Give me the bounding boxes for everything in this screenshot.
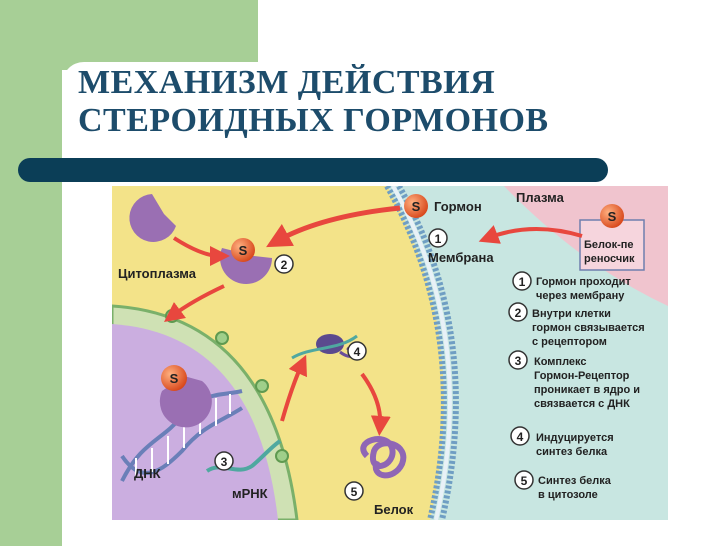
- legend-item-4: 4 Индуцируется синтез белка: [510, 426, 614, 458]
- membrane-outer: [384, 186, 447, 520]
- svg-text:4: 4: [354, 345, 361, 359]
- hormone-bound: [231, 238, 255, 262]
- hormone-symbol: S: [608, 209, 617, 224]
- svg-text:3: 3: [515, 354, 522, 368]
- step-marker-5: 5: [344, 481, 364, 501]
- svg-text:5: 5: [351, 485, 358, 499]
- label-protein: Белок: [374, 502, 414, 517]
- svg-text:Гормон-Рецептор: Гормон-Рецептор: [534, 370, 630, 382]
- svg-text:1: 1: [435, 232, 442, 246]
- arrow-mrna-out: [280, 354, 307, 422]
- svg-text:2: 2: [515, 306, 522, 320]
- svg-text:2: 2: [281, 258, 288, 272]
- steroid-hormone-diagram: S S S S 1 2 3 4 5 Гормон Плазма Бело: [112, 186, 668, 520]
- label-mrna: мРНК: [232, 486, 268, 501]
- title-line-1: МЕХАНИЗМ ДЕЙСТВИЯ: [78, 64, 496, 101]
- svg-text:связвается с ДНК: связвается с ДНК: [534, 398, 630, 410]
- label-carrier-line2: реносчик: [584, 253, 635, 265]
- title-line-2: СТЕРОИДНЫХ ГОРМОНОВ: [78, 102, 549, 139]
- legend-item-2: 2 Внутри клетки гормон связывается с рец…: [508, 302, 645, 348]
- label-hormone: Гормон: [434, 199, 482, 214]
- step-marker-3: 3: [214, 451, 234, 471]
- dna-strand: [120, 406, 244, 475]
- hormone-plasma: [404, 194, 428, 218]
- svg-text:4: 4: [517, 430, 524, 444]
- slide-title: МЕХАНИЗМ ДЕЙСТВИЯ СТЕРОИДНЫХ ГОРМОНОВ: [78, 64, 549, 140]
- hormone-in-nucleus: [161, 365, 187, 391]
- step-marker-4: 4: [347, 341, 367, 361]
- nuclear-pore: [275, 449, 289, 463]
- nuclear-pore: [255, 379, 269, 393]
- title-divider-bar: [18, 158, 608, 182]
- title-card: [62, 62, 728, 162]
- hormone-symbol: S: [170, 371, 179, 386]
- receptor-bound: [220, 248, 272, 284]
- svg-text:Комплекс: Комплекс: [534, 356, 587, 368]
- legend-item-5: 5 Синтез белка в цитозоле: [514, 470, 612, 501]
- arrow-carrier-to-membrane: [478, 225, 583, 244]
- svg-text:с рецептором: с рецептором: [532, 336, 607, 348]
- label-membrane: Мембрана: [428, 250, 494, 265]
- svg-text:в цитозоле: в цитозоле: [538, 489, 598, 501]
- left-green-band: [0, 0, 62, 546]
- arrow-to-nucleus: [163, 284, 225, 322]
- membrane-core: [391, 186, 452, 520]
- carrier-box: [579, 219, 645, 271]
- hormone-carried: [600, 204, 624, 228]
- svg-text:5: 5: [521, 474, 528, 488]
- legend-item-1: 1 Гормон проходит через мембрану: [512, 271, 631, 302]
- label-cytoplasm: Цитоплазма: [118, 266, 197, 281]
- label-carrier-line1: Белок-пе: [584, 239, 634, 251]
- hormone-symbol: S: [239, 243, 248, 258]
- label-plasma: Плазма: [516, 190, 565, 205]
- svg-text:3: 3: [221, 455, 228, 469]
- svg-text:Гормон проходит: Гормон проходит: [536, 276, 631, 288]
- arrow-receptor-bind: [172, 236, 230, 266]
- arrow-hormone-in: [266, 205, 401, 248]
- arrow-to-protein: [360, 372, 391, 436]
- receptor-empty: [129, 194, 176, 242]
- top-green-block: [0, 0, 258, 70]
- svg-text:синтез белка: синтез белка: [536, 446, 608, 458]
- svg-text:проникает в ядро и: проникает в ядро и: [534, 384, 640, 396]
- step-marker-1: 1: [428, 228, 448, 248]
- membrane-inner: [396, 186, 459, 520]
- svg-text:через мембрану: через мембрану: [536, 290, 625, 302]
- folded-protein: [360, 436, 407, 479]
- dna-rungs: [135, 394, 231, 476]
- step-marker-2: 2: [274, 254, 294, 274]
- nuclear-pore: [215, 331, 229, 345]
- legend-item-3: 3 Комплекс Гормон-Рецептор проникает в я…: [508, 350, 640, 410]
- svg-text:Индуцируется: Индуцируется: [536, 432, 614, 444]
- label-dna: ДНК: [134, 466, 161, 481]
- svg-text:Синтез белка: Синтез белка: [538, 475, 612, 487]
- hormone-symbol: S: [412, 199, 421, 214]
- svg-text:гормон связывается: гормон связывается: [532, 322, 645, 334]
- svg-text:Внутри клетки: Внутри клетки: [532, 308, 611, 320]
- svg-text:1: 1: [519, 275, 526, 289]
